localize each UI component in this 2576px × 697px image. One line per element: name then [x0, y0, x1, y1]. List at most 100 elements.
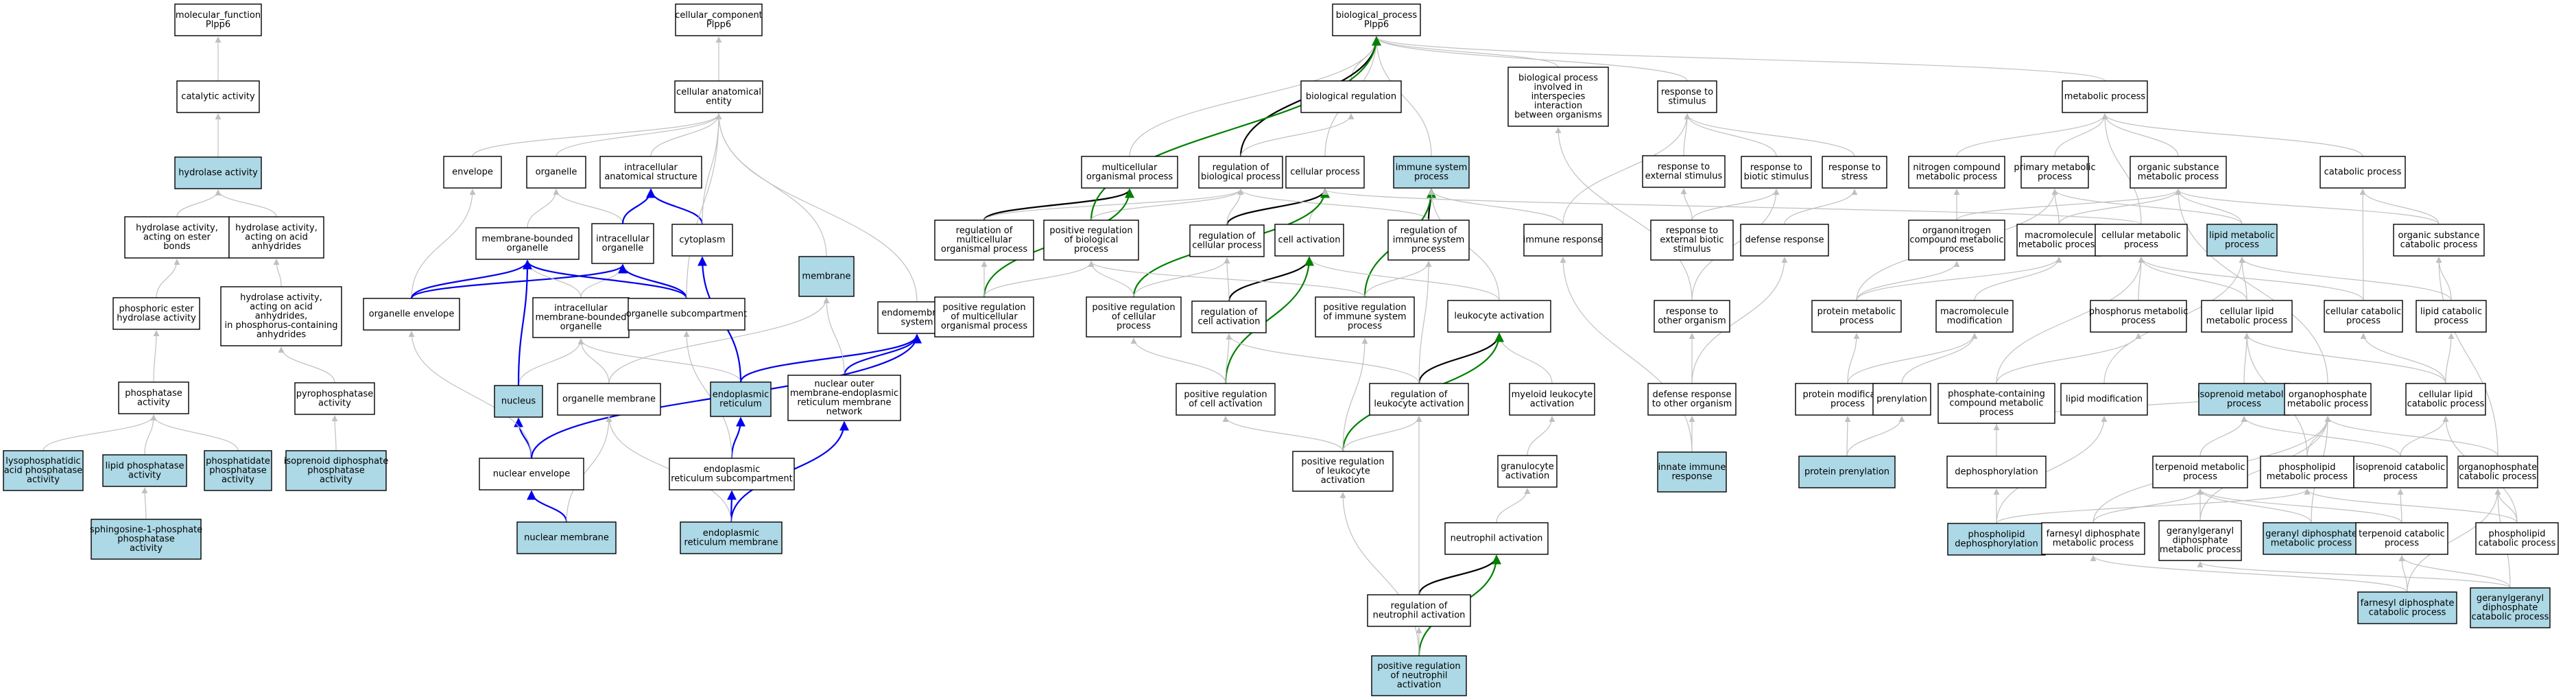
- go-term-node-cell_act[interactable]: cell activation: [1274, 224, 1344, 257]
- go-term-node-envelope[interactable]: envelope: [443, 156, 502, 189]
- go-term-node-hyd_anhyd[interactable]: hydrolase activity,acting on acidanhydri…: [228, 216, 324, 259]
- go-term-node-cytoplasm[interactable]: cytoplasm: [671, 224, 733, 257]
- go-term-node-organelle[interactable]: organelle: [526, 156, 586, 189]
- go-term-node-leuk_act[interactable]: leukocyte activation: [1447, 300, 1551, 333]
- go-term-node-neutrophil[interactable]: neutrophil activation: [1444, 522, 1549, 555]
- go-term-node-nomer[interactable]: nuclear outermembrane-endoplasmicreticul…: [787, 375, 901, 421]
- go-term-node-nuc_env[interactable]: nuclear envelope: [479, 458, 584, 491]
- go-term-node-iso_diphos_phos[interactable]: isoprenoid diphosphatephosphataseactivit…: [284, 450, 388, 491]
- go-term-node-protein_prenyl[interactable]: protein prenylation: [1798, 456, 1896, 488]
- go-term-node-bio_reg[interactable]: biological regulation: [1300, 80, 1402, 113]
- go-term-node-defense[interactable]: defense response: [1740, 224, 1829, 257]
- go-term-node-nucleus[interactable]: nucleus: [494, 385, 543, 418]
- go-term-node-dephos[interactable]: dephosphorylation: [1946, 456, 2047, 488]
- go-term-node-immune_resp[interactable]: immune response: [1523, 224, 1603, 257]
- go-term-node-prenylation[interactable]: prenylation: [1872, 383, 1931, 416]
- go-term-node-lipid_mod[interactable]: lipid modification: [2060, 383, 2148, 416]
- go-term-node-catalytic[interactable]: catalytic activity: [176, 80, 260, 113]
- go-term-node-cell_proc[interactable]: cellular process: [1285, 156, 1365, 189]
- go-term-node-s1p_phos[interactable]: sphingosine-1-phosphatephosphataseactivi…: [90, 519, 202, 560]
- go-term-node-catabolic[interactable]: catabolic process: [2319, 156, 2406, 189]
- go-term-node-org_env[interactable]: organelle envelope: [363, 298, 460, 331]
- go-term-node-org_subcomp[interactable]: organelle subcompartment: [626, 298, 748, 331]
- go-term-node-membrane[interactable]: membrane: [798, 256, 855, 297]
- go-term-node-hyd_phos_anhyd[interactable]: hydrolase activity,acting on acidanhydri…: [220, 286, 342, 346]
- go-term-node-nuc_membrane[interactable]: nuclear membrane: [516, 521, 617, 554]
- go-term-node-org_membrane[interactable]: organelle membrane: [557, 383, 661, 416]
- go-term-node-metabolic[interactable]: metabolic process: [2062, 80, 2148, 113]
